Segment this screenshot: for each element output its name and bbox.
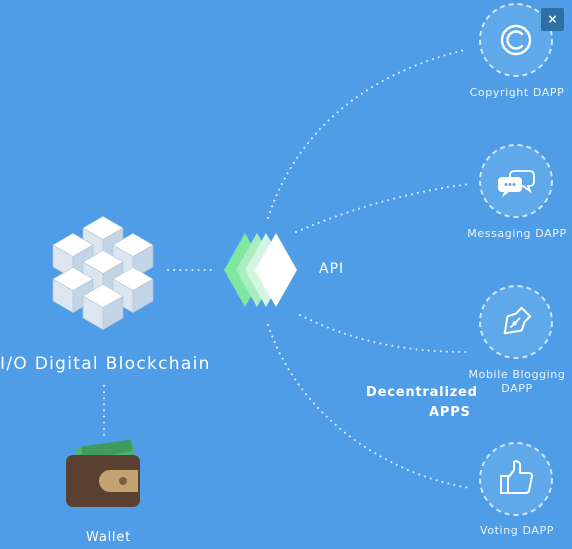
api-label: API [319, 261, 345, 277]
voting-dapp-label: Voting DAPP [480, 524, 554, 537]
copyright-dapp-label: Copyright DAPP [469, 86, 565, 99]
app-circle-voting [479, 442, 553, 516]
app-circle-copyright [479, 3, 553, 77]
connector-api-blogging [299, 314, 469, 353]
mobile-blogging-dapp-label-line2: DAPP [501, 382, 533, 395]
connector-api-copyright [267, 49, 466, 219]
close-button[interactable]: × [541, 8, 564, 31]
decentralized-apps-label-line2: APPS [429, 405, 471, 420]
blockchain-cubes-icon [52, 216, 154, 331]
thumbs-up-icon [500, 460, 533, 494]
pen-nib-icon [503, 306, 532, 335]
copyright-icon [500, 24, 532, 56]
app-circle-messaging [479, 144, 553, 218]
mobile-blogging-dapp-label-line1: Mobile Blogging [468, 368, 566, 381]
blockchain-label: I/O Digital Blockchain [0, 354, 211, 374]
decentralized-apps-label-line1: Decentralized [366, 385, 478, 400]
wallet-label: Wallet [86, 530, 132, 545]
chat-bubbles-icon [498, 170, 535, 197]
app-circle-blogging [479, 285, 553, 359]
messaging-dapp-label: Messaging DAPP [467, 227, 567, 240]
wallet-icon [66, 439, 140, 507]
close-icon: × [547, 12, 558, 26]
connector-api-voting [267, 324, 471, 489]
connector-api-messaging [295, 183, 471, 233]
api-layers-icon [224, 233, 297, 307]
